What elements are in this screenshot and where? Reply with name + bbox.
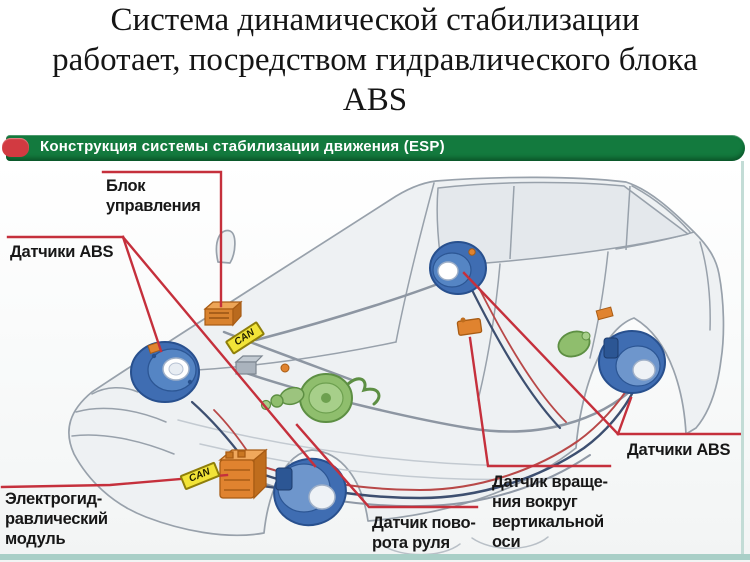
esp-diagram [0,161,750,562]
label-steering-sensor: Датчик пово- рота руля [372,514,476,552]
wheel-disc-front-right [273,457,347,527]
car-illustration [0,170,743,556]
pointer-lines [0,170,743,509]
title-line-3: ABS [342,82,408,118]
label-abs-sensors-left: Датчики ABS [10,243,114,261]
label-hydraulic-module: Электрогид- равлический модуль [5,490,108,548]
section-header-title: Конструкция системы стабилизации движени… [40,138,445,155]
ecu-box [203,300,243,327]
frame-edge-bottom [0,554,750,560]
title-line-2: работает, посредством гидравлического бл… [52,42,698,78]
header-accent-pill [2,138,29,157]
section-header-bar [6,135,745,161]
hydraulic-module [218,448,268,500]
title-line-1: Система динамической стабилизации [110,2,640,38]
label-abs-sensors-right: Датчики ABS [627,441,731,459]
brake-booster [260,363,381,423]
yaw-sensor [456,317,483,336]
label-control-unit: Блок управления [106,177,201,215]
label-yaw-sensor: Датчик враще- ния вокруг вертикальной ос… [492,473,608,551]
frame-edge-right [741,161,744,556]
connector-box [234,355,264,375]
wheel-disc-rear-right [595,306,666,394]
page-title: Система динамической стабилизации работа… [0,0,750,120]
wheel-hub-front-left [130,341,200,403]
rear-green-valve [557,330,591,358]
